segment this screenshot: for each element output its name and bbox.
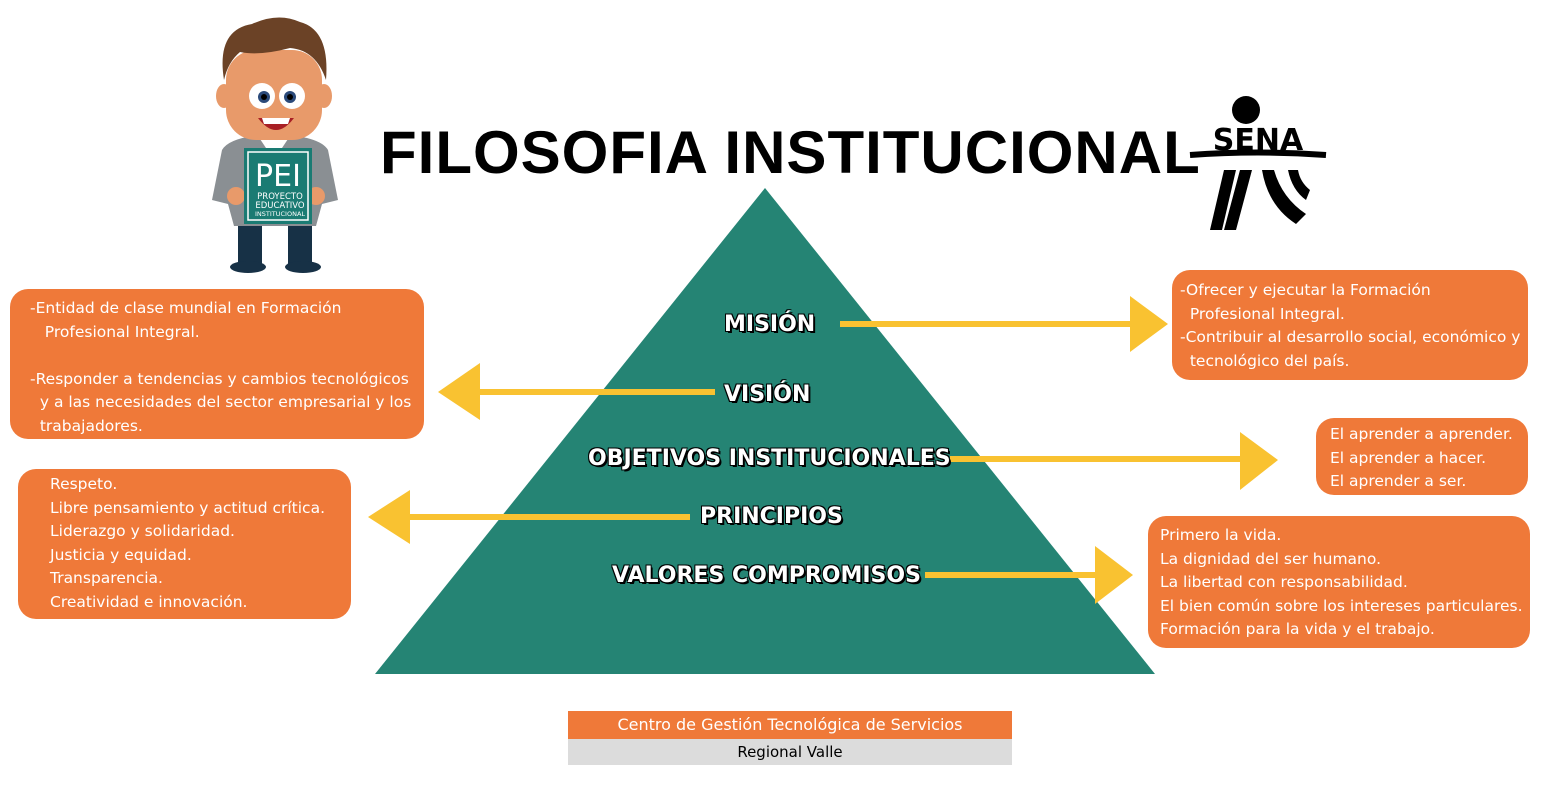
arrow-objetivos [950, 432, 1278, 490]
vision-line: Profesional Integral. [30, 322, 200, 341]
vision-line: y a las necesidades del sector empresari… [30, 393, 412, 411]
principios-line: Justicia y equidad. [50, 545, 192, 564]
principios-box: Respeto. Libre pensamiento y actitud crí… [18, 469, 351, 619]
sena-logo: SENA [1189, 96, 1327, 230]
principios-line: Liderazgo y solidaridad. [50, 522, 235, 540]
objetivos-line: El aprender a hacer. [1330, 448, 1487, 467]
pyramid-level-principios: PRINCIPIOS [700, 504, 843, 529]
valores-line: El bien común sobre los intereses partic… [1160, 596, 1523, 615]
principios-line: Creatividad e innovación. [50, 592, 248, 611]
arrow-principios [368, 490, 690, 544]
mascot-illustration: PEI PROYECTO EDUCATIVO INSTITUCIONAL [212, 17, 338, 273]
vision-line: -Entidad de clase mundial en Formación [30, 299, 342, 317]
footer-center: Centro de Gestión Tecnológica de Servici… [568, 711, 1012, 739]
mision-line: tecnológico del país. [1180, 351, 1350, 370]
footer-region: Regional Valle [568, 739, 1012, 765]
pyramid-level-valores: VALORES COMPROMISOS [612, 563, 921, 588]
arrow-valores [925, 546, 1133, 604]
valores-box: Primero la vida. La dignidad del ser hum… [1148, 516, 1530, 648]
valores-line: La dignidad del ser humano. [1160, 549, 1382, 568]
principios-line: Libre pensamiento y actitud crítica. [50, 498, 326, 517]
principios-line: Respeto. [50, 475, 118, 493]
valores-line: Primero la vida. [1160, 526, 1282, 544]
vision-line: -Responder a tendencias y cambios tecnol… [30, 369, 409, 388]
vision-line [30, 344, 424, 368]
mision-box: -Ofrecer y ejecutar la Formación Profesi… [1172, 270, 1528, 380]
pyramid-level-vision: VISIÓN [724, 382, 811, 407]
vision-line: trabajadores. [30, 416, 143, 435]
principios-line: Transparencia. [50, 569, 163, 587]
mision-line: Profesional Integral. [1180, 304, 1345, 323]
mision-line: -Ofrecer y ejecutar la Formación [1180, 281, 1431, 299]
valores-line: Formación para la vida y el trabajo. [1160, 620, 1435, 638]
pyramid-level-mision: MISIÓN [724, 312, 816, 337]
mascot-badge-line-3: INSTITUCIONAL [255, 210, 305, 218]
objetivos-box: El aprender a aprender. El aprender a ha… [1316, 418, 1528, 495]
mascot-badge-title: PEI [255, 159, 301, 194]
mascot-badge-line-1: PROYECTO [257, 192, 303, 202]
pyramid [375, 188, 1155, 674]
mascot-badge-line-2: EDUCATIVO [255, 201, 305, 211]
objetivos-line: El aprender a aprender. [1330, 425, 1513, 443]
arrow-mision [840, 296, 1168, 352]
pyramid-level-objetivos: OBJETIVOS INSTITUCIONALES [588, 446, 951, 471]
mision-line: -Contribuir al desarrollo social, económ… [1180, 328, 1521, 346]
arrow-vision [438, 363, 715, 420]
valores-line: La libertad con responsabilidad. [1160, 573, 1408, 591]
vision-box: -Entidad de clase mundial en Formación P… [10, 289, 424, 439]
page-title: FILOSOFIA INSTITUCIONAL [380, 119, 1201, 186]
sena-logo-text: SENA [1213, 123, 1304, 158]
objetivos-line: El aprender a ser. [1330, 472, 1467, 490]
